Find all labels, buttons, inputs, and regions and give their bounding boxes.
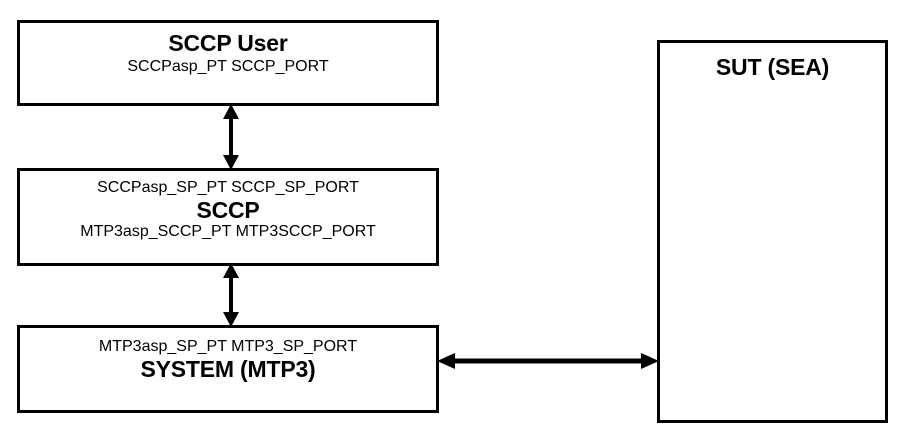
node-sccp-user-ports: SCCPasp_PT SCCP_PORT	[127, 57, 329, 75]
node-sccp-upper-ports: SCCPasp_SP_PT SCCP_SP_PORT	[97, 179, 359, 196]
double-arrow-vertical-icon	[223, 104, 239, 170]
node-system-mtp3-title: SYSTEM (MTP3)	[140, 355, 316, 382]
node-sccp: SCCPasp_SP_PT SCCP_SP_PORT SCCP MTP3asp_…	[17, 168, 439, 266]
node-system-mtp3: MTP3asp_SP_PT MTP3_SP_PORT SYSTEM (MTP3)	[17, 325, 439, 413]
node-sccp-user-title: SCCP User	[168, 30, 288, 56]
double-arrow-horizontal-icon	[437, 353, 659, 369]
node-sccp-lower-ports: MTP3asp_SCCP_PT MTP3SCCP_PORT	[80, 223, 376, 241]
arrow-sccp-to-system-mtp3	[219, 263, 243, 327]
double-arrow-vertical-icon	[223, 263, 239, 327]
node-sccp-user: SCCP User SCCPasp_PT SCCP_PORT	[17, 20, 439, 106]
arrow-system-mtp3-to-sut	[437, 349, 659, 373]
node-system-mtp3-ports: MTP3asp_SP_PT MTP3_SP_PORT	[98, 338, 358, 355]
arrow-sccp-user-to-sccp	[219, 104, 243, 170]
node-sut-sea: SUT (SEA)	[657, 40, 888, 423]
node-sccp-title: SCCP	[196, 196, 260, 223]
node-sut-sea-title: SUT (SEA)	[715, 54, 830, 80]
